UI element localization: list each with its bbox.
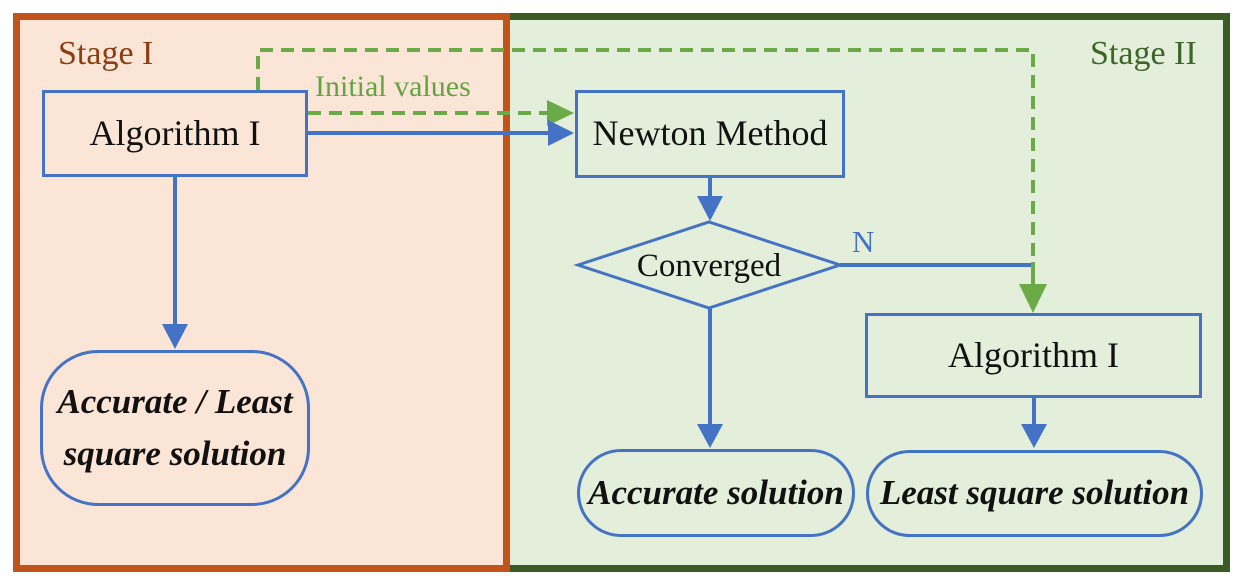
blue-down-arrowhead-2	[697, 196, 723, 221]
least-square-solution-node: Least square solution	[866, 450, 1203, 537]
accurate-solution-label: Accurate solution	[588, 472, 844, 512]
n-branch-line	[840, 263, 1035, 278]
blue-right-arrowhead	[548, 120, 574, 146]
stage2-label: Stage II	[1090, 35, 1197, 72]
algorithm1-box-stage1: Algorithm I	[42, 90, 308, 177]
newton-method-box: Newton Method	[575, 90, 845, 178]
stage1-result-line2: square solution	[63, 434, 287, 473]
blue-down-arrowhead-4	[1021, 424, 1047, 448]
stage1-result-node: Accurate / Least square solution	[40, 350, 310, 506]
algorithm1-box-stage2-label: Algorithm I	[948, 334, 1119, 375]
initial-values-label: Initial values	[315, 70, 471, 103]
initial-values-arrowhead	[1019, 284, 1047, 313]
converged-diamond	[573, 220, 845, 310]
blue-down-arrowhead-1	[162, 324, 188, 349]
stage1-label: Stage I	[58, 35, 154, 72]
stage1-result-line1: Accurate / Least	[57, 382, 293, 421]
algorithm1-box-stage2: Algorithm I	[865, 313, 1202, 398]
n-branch-label: N	[852, 224, 875, 259]
initial-values-dashed-path	[256, 48, 1035, 264]
green-right-arrowhead	[547, 100, 574, 126]
blue-down-arrowhead-3	[697, 424, 723, 448]
accurate-solution-node: Accurate solution	[577, 449, 855, 537]
converged-label: Converged	[636, 248, 782, 284]
newton-method-label: Newton Method	[592, 113, 828, 154]
least-square-solution-label: Least square solution	[879, 473, 1190, 513]
algorithm1-box-stage1-label: Algorithm I	[89, 112, 261, 153]
